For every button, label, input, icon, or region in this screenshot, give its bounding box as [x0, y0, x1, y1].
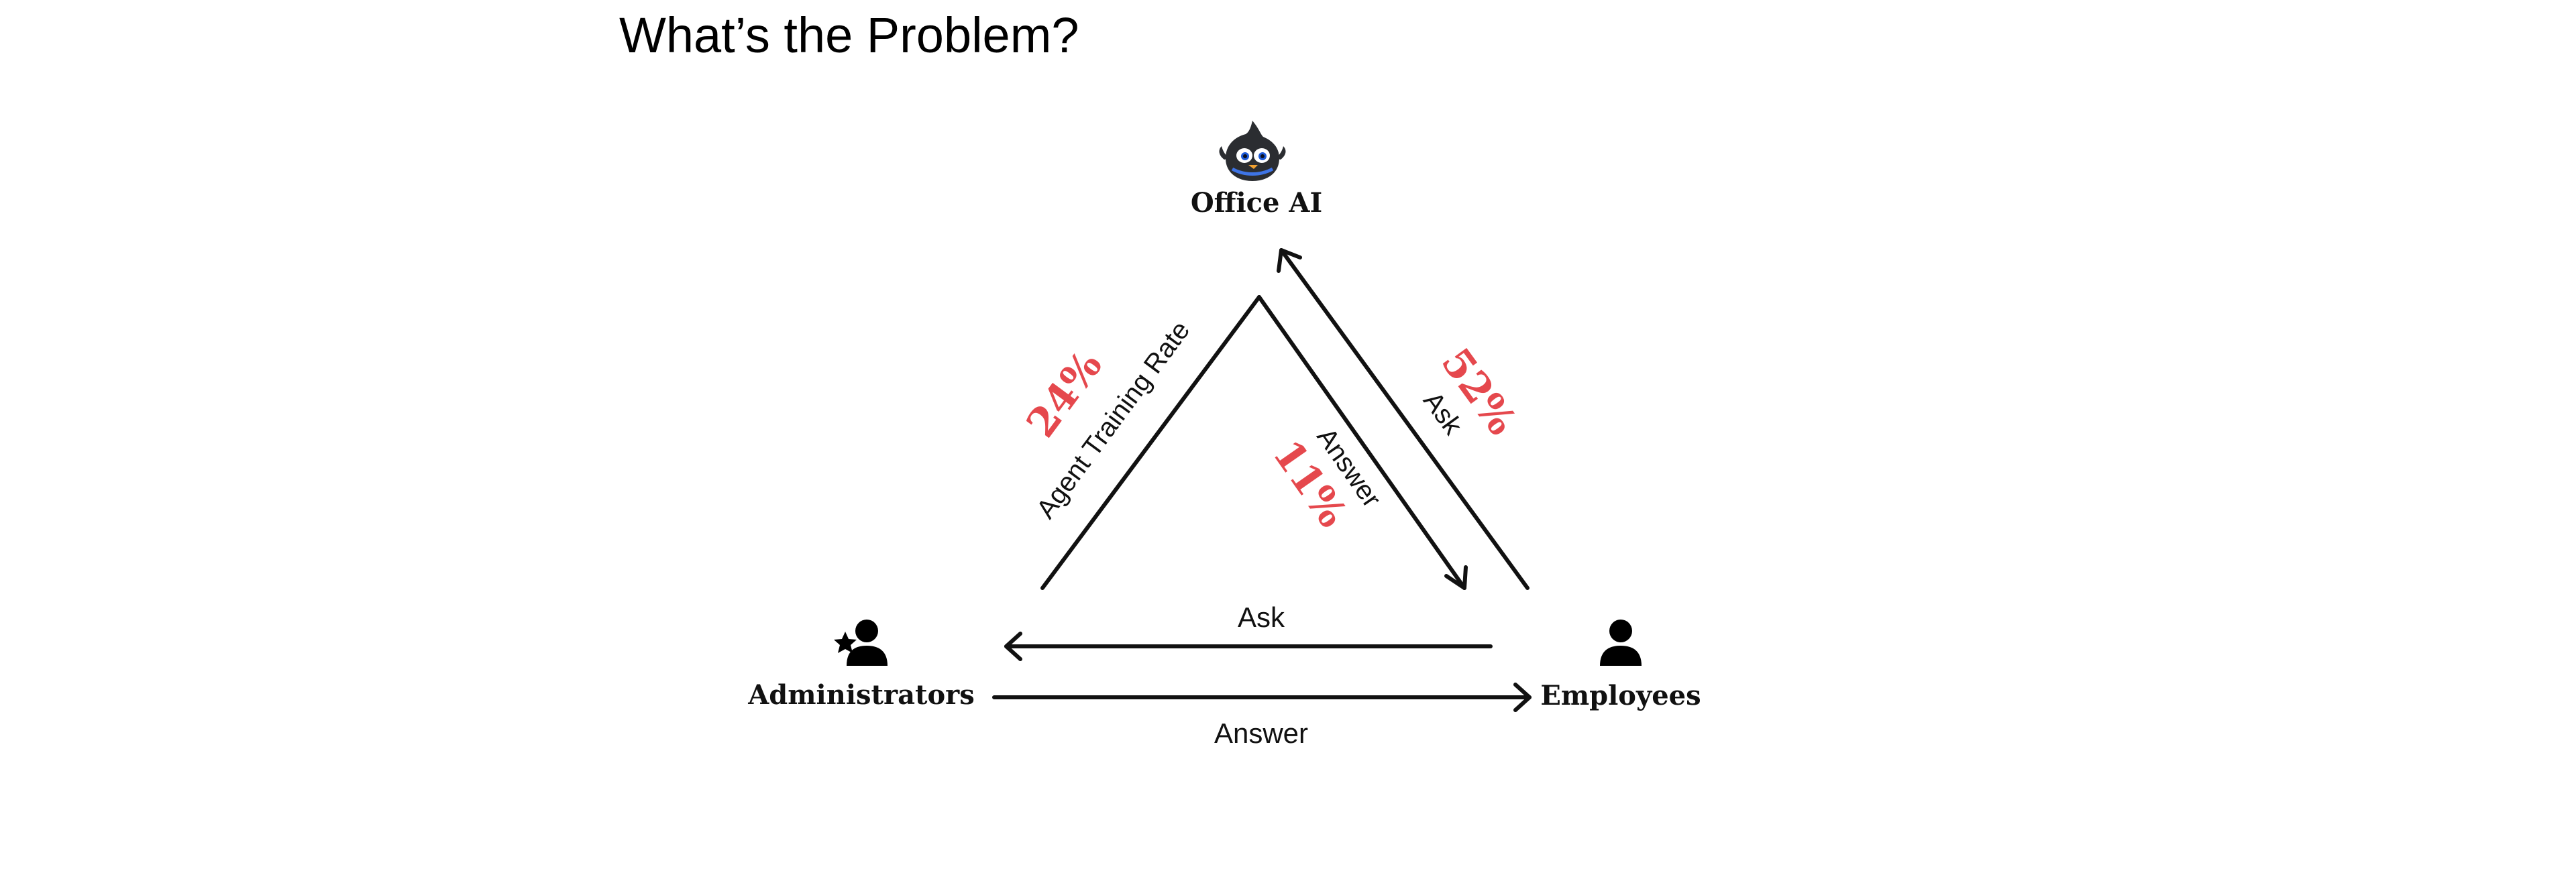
edge-employees-to-ai: Ask 52%: [1277, 248, 1529, 590]
arrowhead-up-icon: [1277, 248, 1302, 273]
edge-employees-to-ai-line: [1279, 248, 1529, 590]
edge-employees-to-admin: Ask: [1004, 601, 1493, 661]
person-icon: [1600, 620, 1642, 666]
arrowhead-left-icon: [1004, 632, 1022, 661]
employees-label: Employees: [1540, 680, 1701, 711]
employees-node[interactable]: Employees: [1540, 620, 1701, 711]
bird-mascot-icon: [1219, 121, 1286, 181]
edge-employees-to-admin-label: Ask: [1238, 601, 1285, 633]
administrators-node[interactable]: Administrators: [747, 620, 975, 711]
edge-admin-to-ai-line: [1040, 295, 1261, 590]
edge-admin-to-employees: Answer: [992, 683, 1532, 749]
edge-admin-to-ai: Agent Training Rate 24%: [1018, 295, 1261, 590]
administrators-label: Administrators: [747, 679, 975, 711]
edge-admin-to-employees-label: Answer: [1214, 717, 1308, 749]
edge-ai-to-employees: Answer 11%: [1257, 295, 1468, 590]
arrowhead-down-icon: [1444, 565, 1468, 590]
edge-ai-to-employees-line: [1257, 295, 1466, 590]
office-ai-node[interactable]: Office AI: [1191, 121, 1322, 219]
arrowhead-right-icon: [1513, 683, 1532, 712]
office-ai-label: Office AI: [1191, 187, 1322, 219]
page-title: What’s the Problem?: [619, 7, 1079, 63]
admin-star-person-icon: [834, 620, 888, 666]
